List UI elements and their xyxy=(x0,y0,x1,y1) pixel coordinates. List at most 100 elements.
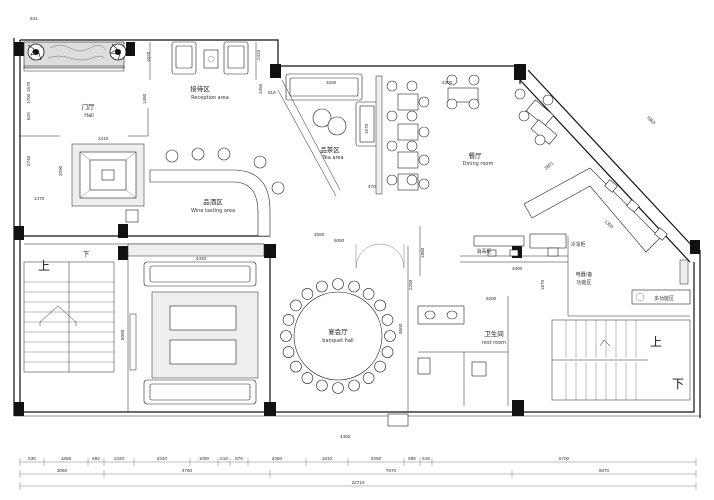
dim-reception-v2: 1480 xyxy=(142,93,147,104)
banquet-chair xyxy=(362,372,375,384)
dim-mid-3: 4440 xyxy=(196,256,207,261)
dim-tea-small-3: 510 xyxy=(268,90,276,95)
hall-label-cn: 门厅 xyxy=(82,102,96,111)
restroom-label-cn: 卫生间 xyxy=(484,329,504,338)
dim-right-v: 2250 xyxy=(408,279,413,290)
dim-row1-label: 2350 xyxy=(371,456,382,461)
dining-label-cn: 餐厅 xyxy=(469,151,483,160)
stair-left-down-label: 下 xyxy=(83,250,90,258)
banquet-chair xyxy=(348,379,360,392)
interior-dimensions: 531 1620 2410 1480 1570 1700 2740 1470 2… xyxy=(26,16,657,439)
reception-label-cn: 接待区 xyxy=(190,84,210,93)
rest-room: 卫生间 rest room xyxy=(417,296,509,406)
dim-reception-v: 1620 xyxy=(146,51,151,62)
dim-bottom-w: 4450 xyxy=(340,434,351,439)
banquet-chair xyxy=(301,372,314,384)
dim-row1-label: 5700 xyxy=(559,456,570,461)
wine-label-cn: 品酒区 xyxy=(203,198,223,206)
tea-area: 品茶区 Tea area xyxy=(277,73,383,197)
stair-left-up-label: 上 xyxy=(38,259,50,273)
dim-row2-label: 3060 xyxy=(57,468,68,473)
dim-left-mid: 2740 xyxy=(26,155,31,166)
banquet-chair xyxy=(282,346,295,358)
dish-cabinet-label: 消毒柜 xyxy=(476,248,491,255)
banquet-chair xyxy=(332,382,344,394)
banquet-chair xyxy=(316,379,328,392)
dim-top-left: 531 xyxy=(30,16,38,21)
banquet-chair xyxy=(290,299,302,312)
banquet-label-cn: 宴会厅 xyxy=(328,327,348,336)
dim-row1-label: 682 xyxy=(92,456,100,461)
dim-row1-label: 870 xyxy=(235,456,243,461)
electrical-label: 电器/备 xyxy=(576,271,593,278)
reception-label-en: Reception area xyxy=(191,95,229,101)
dim-total: 22710 xyxy=(352,480,365,485)
dim-banquet-h: 5800 xyxy=(398,323,403,334)
dim-hall-gap: 620 xyxy=(26,112,31,120)
dim-row1-label: 510 xyxy=(220,456,228,461)
dining-tables-right xyxy=(446,74,558,146)
dim-reception-v3: 2450 xyxy=(258,83,263,94)
banquet-chair xyxy=(282,314,295,326)
stair-right-down-label: 下 xyxy=(672,377,684,391)
banquet-chair xyxy=(316,280,328,293)
banquet-chair xyxy=(374,299,386,312)
stair-right-up-label: 上 xyxy=(650,335,662,349)
banquet-chair xyxy=(362,288,375,300)
wine-label-en: Wine tasting area xyxy=(191,208,235,214)
banquet-chair xyxy=(290,360,302,373)
dim-row1-label: 1090 xyxy=(199,456,210,461)
dim-left-1: 1570 xyxy=(26,81,31,92)
stair-right: 上 下 xyxy=(551,319,691,401)
tea-label-en: Tea area xyxy=(321,155,343,161)
dim-row1-label: 1858 xyxy=(61,456,72,461)
multifunction-label: 多功能区 xyxy=(654,295,674,302)
dim-tea-small-1: 1570 xyxy=(364,123,369,134)
dim-kitchen-d: 2851 xyxy=(543,160,554,171)
hall: 门厅 Hall xyxy=(20,102,270,245)
function-area-label: 功能区 xyxy=(576,279,591,286)
dining-tables-left xyxy=(386,80,430,191)
banquet-hall: 宴会厅 banquet hall xyxy=(127,243,409,427)
dim-row1-label: 690 xyxy=(408,456,416,461)
dim-row2-label: 7970 xyxy=(386,468,397,473)
dim-row2-label: 4760 xyxy=(182,468,193,473)
cold-cabinet-label: 冷冻柜 xyxy=(570,241,585,248)
stair-left: 上 下 xyxy=(23,250,115,373)
dim-mid-2: 5080 xyxy=(334,238,345,243)
dim-hall-width: 2410 xyxy=(98,136,109,141)
dim-kitchen-b: 3400 xyxy=(512,266,523,271)
tea-label-cn: 品茶区 xyxy=(320,145,340,154)
banquet-chairs xyxy=(280,278,396,394)
dining-label-en: Dining room xyxy=(463,161,494,167)
dim-tea-width: 3430 xyxy=(326,80,337,85)
service-area: 消毒柜 冷冻柜 电器/备 功能区 多功能区 xyxy=(419,226,691,317)
banquet-chair xyxy=(374,360,386,373)
dim-dining-diag: 7863 xyxy=(645,115,656,126)
dim-hall-depth: 2090 xyxy=(58,165,63,176)
banquet-chair xyxy=(384,330,396,342)
dim-dining-width: 4300 xyxy=(442,80,453,85)
dim-row2-label: 5870 xyxy=(599,468,610,473)
banquet-chair xyxy=(348,280,360,293)
dim-row1-label: 1320 xyxy=(114,456,125,461)
dim-mid-1: 2590 xyxy=(314,232,325,237)
dim-tea-small-2: 470 xyxy=(368,184,376,189)
banquet-chair xyxy=(280,330,292,342)
planter-foliage xyxy=(27,43,127,61)
dim-reception-right: 2410 xyxy=(256,49,261,60)
hall-label-en: Hall xyxy=(84,113,94,119)
dim-kitchen-a: 1350 xyxy=(603,219,614,230)
dim-row1-label: 2350 xyxy=(272,456,283,461)
banquet-chair xyxy=(381,346,394,358)
restroom-label-en: rest room xyxy=(482,340,506,346)
dim-left-lower: 1470 xyxy=(34,196,45,201)
dim-kitchen-e: 1870 xyxy=(540,279,545,290)
banquet-label-en: banquet hall xyxy=(322,338,353,344)
dim-banquet-v: 6000 xyxy=(120,329,125,340)
dim-row1-label: 530 xyxy=(28,456,36,461)
banquet-chair xyxy=(381,314,394,326)
dim-row1-label: 1810 xyxy=(322,456,333,461)
